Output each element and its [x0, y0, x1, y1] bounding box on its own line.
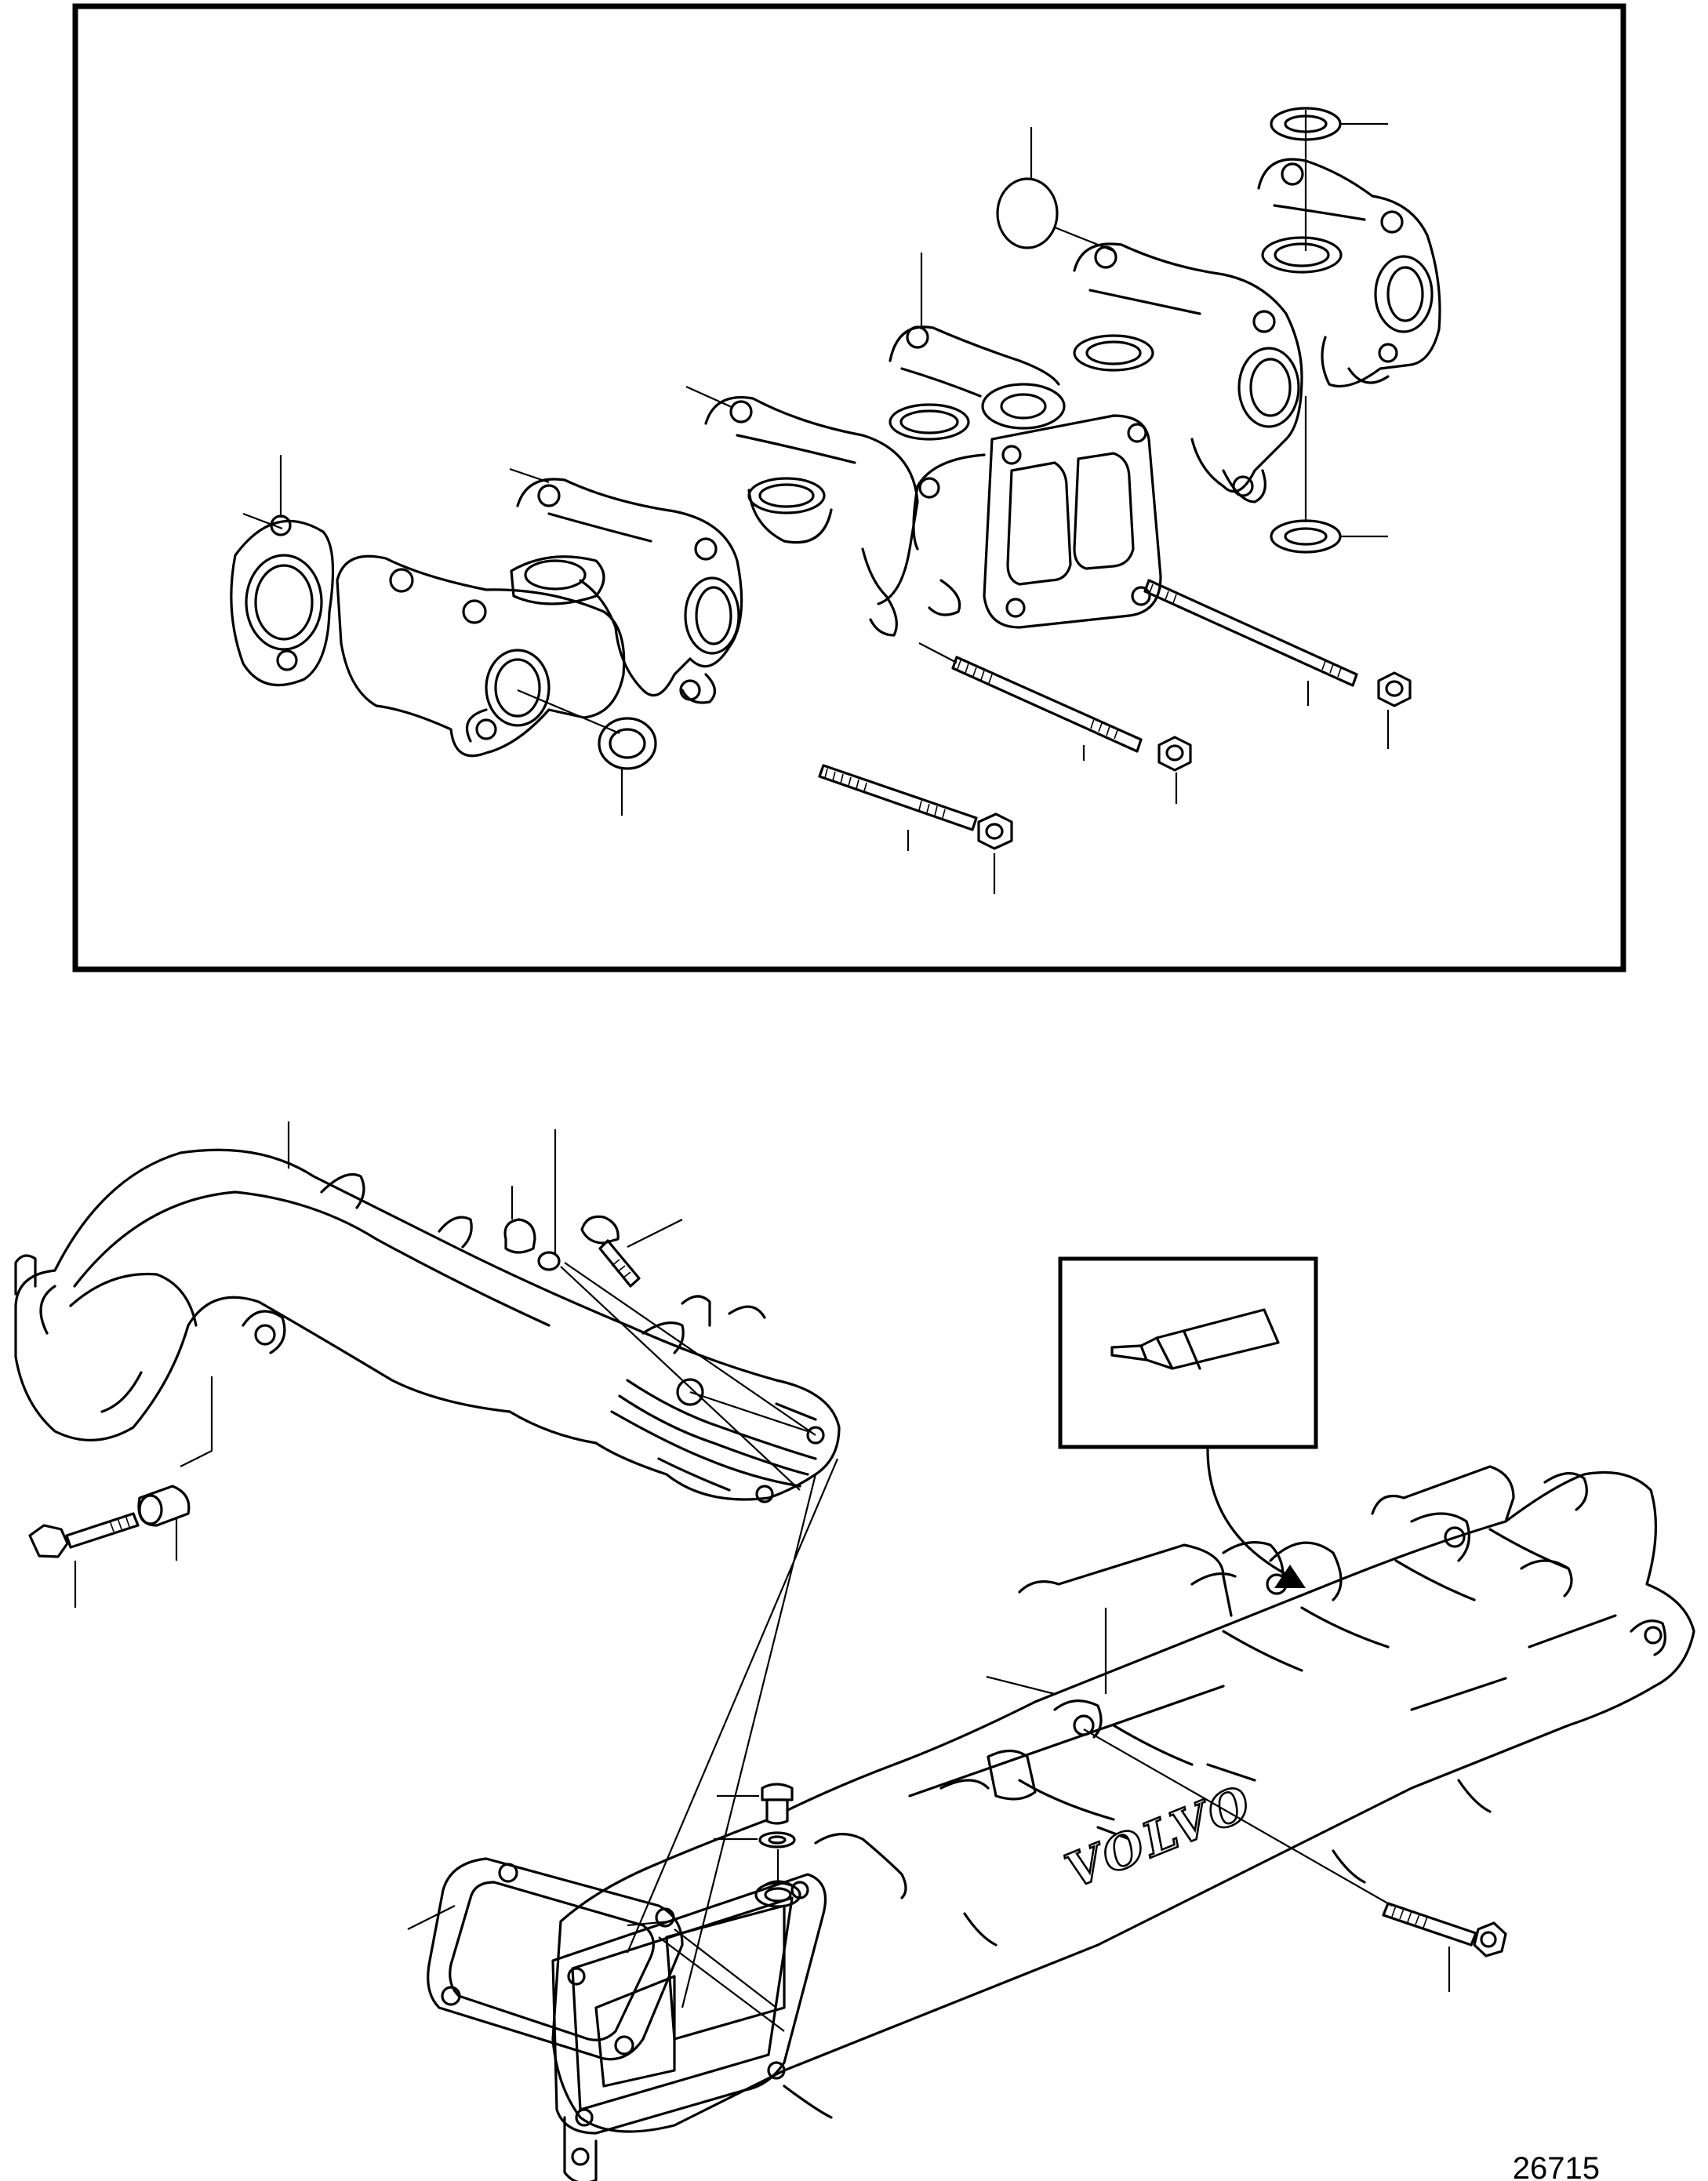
exhaust-manifold-assembly [231, 108, 1440, 894]
bottom-gasket-ring [1271, 521, 1340, 552]
manifold-section-3 [706, 398, 918, 635]
plug-and-washer-lower [756, 1784, 800, 1907]
manifold-logo: VOLVO [1058, 1775, 1261, 1899]
manifold-section-2 [518, 479, 742, 703]
manifold-section-turbo-flange [890, 327, 1161, 627]
bolt-and-spacer [30, 1486, 189, 1557]
plug-and-washer-upper [505, 1220, 559, 1270]
exhaust-manifold-panel-frame [75, 6, 1623, 969]
sealant-tube-icon [1112, 1310, 1278, 1369]
bolt-lower-right [1383, 1903, 1506, 1956]
intake-inlet-flange [553, 1874, 826, 2181]
intake-pipe [16, 1150, 839, 1502]
bolt-upper [582, 1216, 639, 1286]
sealing-washer [599, 718, 656, 769]
stud-and-nut-1 [819, 765, 1012, 849]
manifold-section-front [337, 556, 624, 756]
stud-and-nut-2 [953, 657, 1190, 770]
exhaust-leader-lines [243, 110, 1388, 894]
inlet-gasket [428, 1859, 682, 2059]
figure-number: 26715 [1513, 2151, 1600, 2181]
stud-and-nut-3 [1145, 580, 1410, 706]
o-ring [998, 179, 1057, 248]
manifold-section-5 [1074, 244, 1302, 502]
end-flange-gasket [231, 516, 333, 685]
intake-manifold [553, 1467, 1694, 2132]
intake-leader-lines [75, 1121, 1449, 2031]
manifold-section-rear [1259, 159, 1440, 386]
sealant-callout [1060, 1259, 1316, 1588]
